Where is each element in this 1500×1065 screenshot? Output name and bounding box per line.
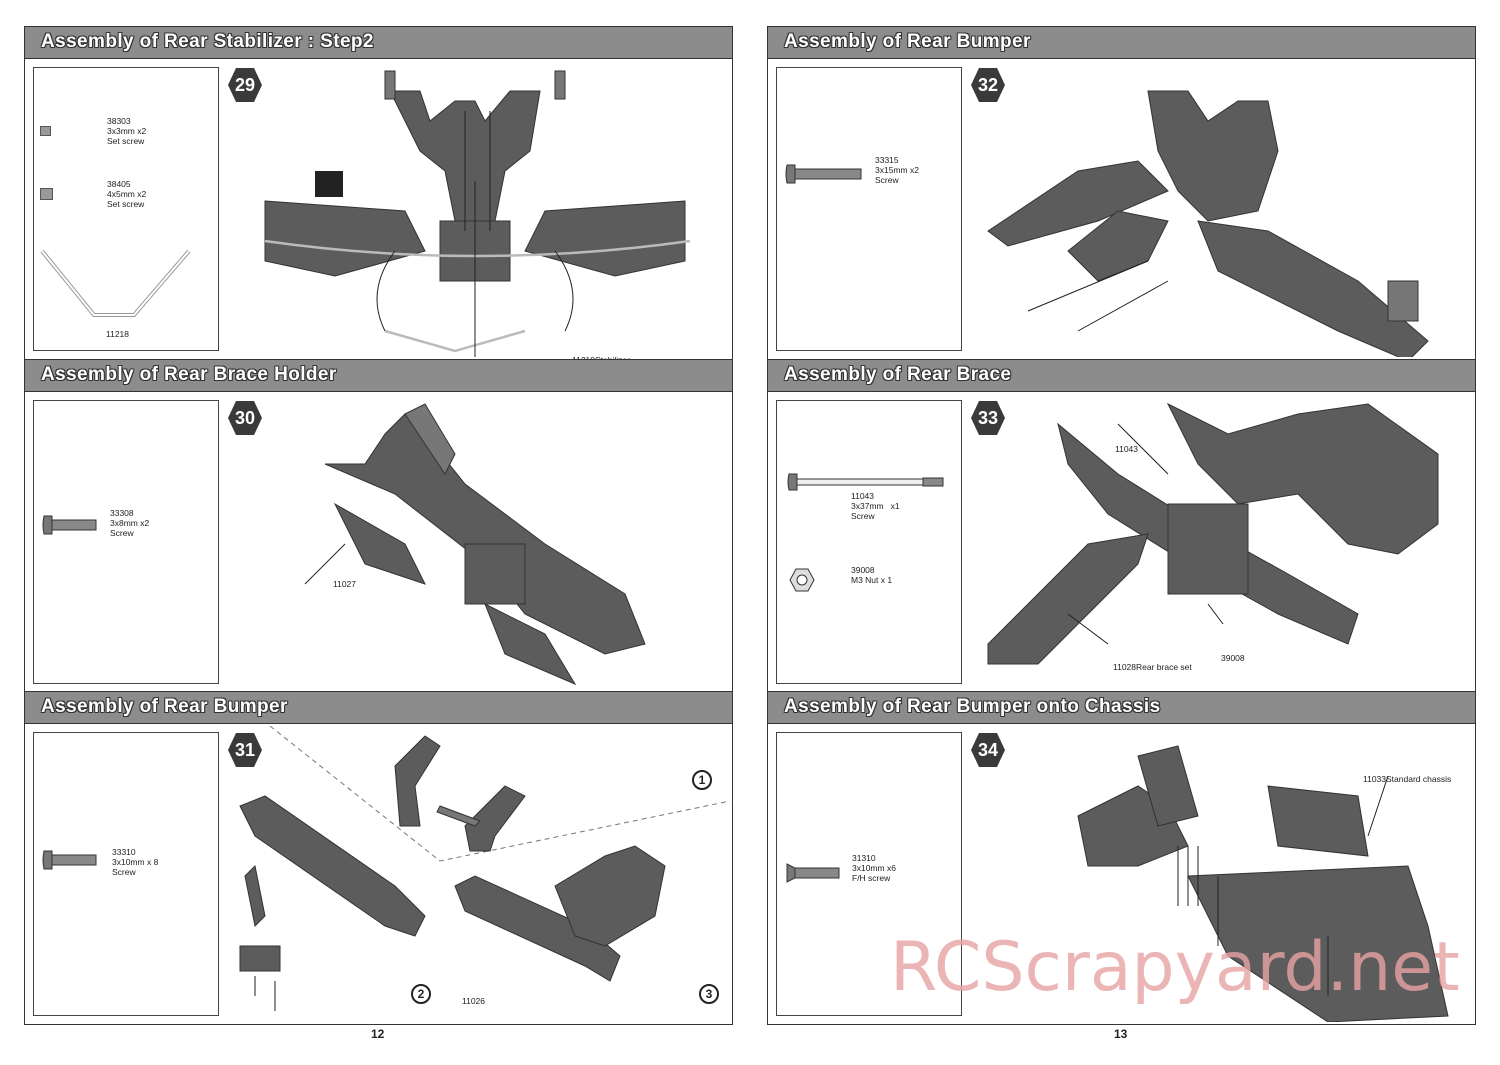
page-number: 12 (371, 1027, 385, 1041)
manual-page-left: Assembly of Rear Stabilizer : Step2 3830… (24, 26, 733, 1025)
hex-step-badge (971, 733, 1005, 767)
diagram-label: 11028Rear brace set (1113, 662, 1192, 672)
nut-icon (789, 568, 815, 592)
section-header: Assembly of Rear Brace (768, 360, 1475, 392)
hex-step-badge (228, 68, 262, 102)
divider (768, 691, 1475, 693)
thread-lock-icon (315, 171, 343, 197)
section-title: Assembly of Rear Bumper onto Chassis (784, 696, 1161, 717)
assembly-diagram: 11043 39008 11028Rear brace set (968, 394, 1473, 690)
assembly-diagram: 11033Standard chassis (968, 726, 1473, 1023)
section-header: Assembly of Rear Bumper (768, 27, 1475, 59)
step-badge: 29 (227, 67, 263, 103)
divider (25, 359, 732, 361)
part-label: 11218 (106, 329, 130, 339)
substep-marker: 2 (411, 984, 431, 1004)
section-title: Assembly of Rear Bumper (784, 31, 1031, 52)
section-header: Assembly of Rear Stabilizer : Step2 (25, 27, 732, 59)
step-badge: 31 (227, 732, 263, 768)
hex-step-badge (971, 401, 1005, 435)
diagram-label: 11026 (462, 996, 486, 1006)
diagram-label: 11027 (333, 579, 357, 589)
section-title: Assembly of Rear Brace (784, 364, 1012, 385)
assembly-diagram: 1 2 3 11026 (225, 725, 731, 1022)
hex-step-badge (228, 401, 262, 435)
section-step-34: Assembly of Rear Bumper onto Chassis 313… (768, 692, 1475, 1024)
assembly-diagram: 11218Stabilizer (225, 61, 730, 365)
section-title: Assembly of Rear Bumper (41, 696, 288, 717)
hex-step-badge (228, 733, 262, 767)
divider (25, 691, 732, 693)
section-step-29: Assembly of Rear Stabilizer : Step2 3830… (25, 27, 732, 365)
set-screw-icon (40, 188, 53, 200)
divider (768, 359, 1475, 361)
assembly-diagram (968, 61, 1473, 362)
section-header: Assembly of Rear Bumper (25, 692, 732, 724)
diagram-label: 11033Standard chassis (1363, 774, 1452, 784)
diagram-label: 11043 (1115, 444, 1139, 454)
section-title: Assembly of Rear Stabilizer : Step2 (41, 31, 374, 52)
screw-icon (42, 515, 97, 535)
screw-icon (42, 850, 97, 870)
stabilizer-bar-drawing (40, 249, 191, 317)
hex-step-badge (971, 68, 1005, 102)
step-badge: 33 (970, 400, 1006, 436)
step-badge: 32 (970, 67, 1006, 103)
section-header: Assembly of Rear Brace Holder (25, 360, 732, 392)
screw-icon (786, 863, 840, 883)
set-screw-icon (40, 126, 51, 136)
step-badge: 30 (227, 400, 263, 436)
diagram-label: 39008 (1221, 653, 1245, 663)
substep-marker: 3 (699, 984, 719, 1004)
screw-icon (785, 164, 862, 184)
screw-icon (787, 473, 944, 491)
step-badge: 34 (970, 732, 1006, 768)
section-title: Assembly of Rear Brace Holder (41, 364, 337, 385)
substep-marker: 1 (692, 770, 712, 790)
page-number: 13 (1114, 1027, 1128, 1041)
assembly-diagram: 11027 (225, 394, 730, 690)
section-header: Assembly of Rear Bumper onto Chassis (768, 692, 1475, 724)
watermark: RCScrapyard.net (890, 928, 1460, 1007)
